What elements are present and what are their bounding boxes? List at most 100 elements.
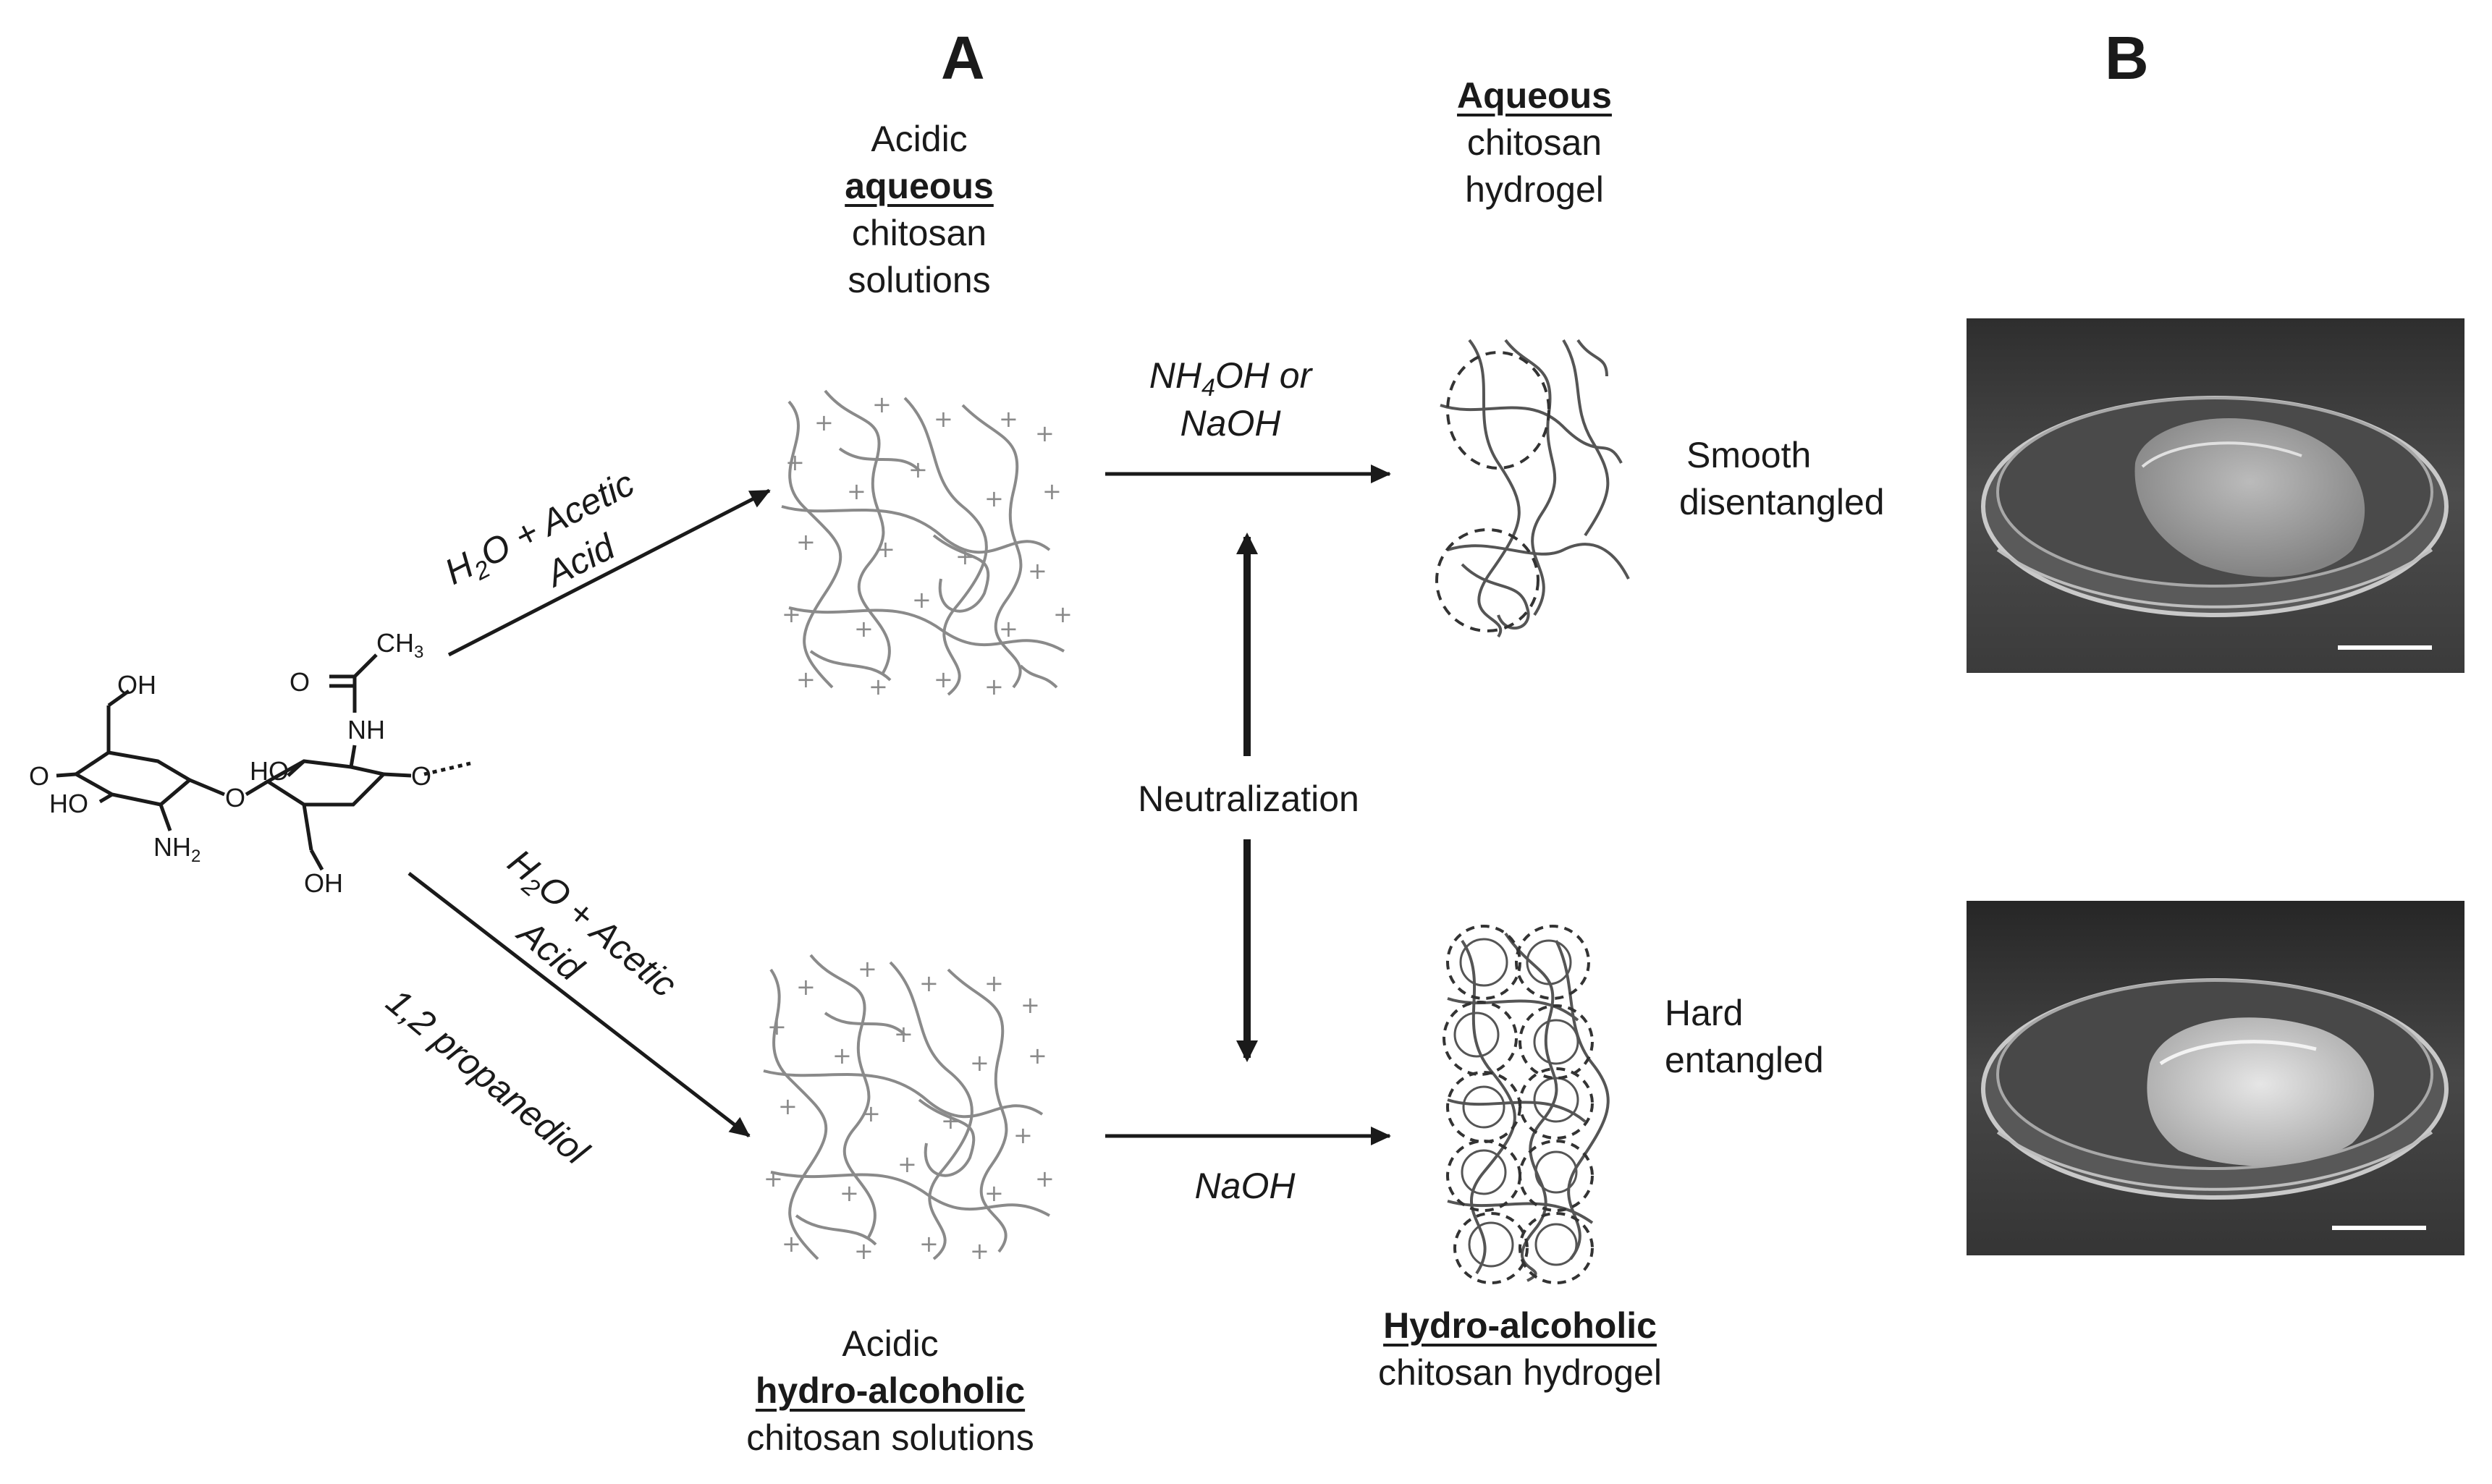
svg-text:+: + (941, 1107, 960, 1135)
svg-text:+: + (894, 1020, 913, 1048)
svg-text:+: + (1028, 1042, 1047, 1069)
atom-o-bridge: O (225, 783, 246, 813)
svg-text:+: + (1035, 1165, 1055, 1192)
svg-text:+: + (764, 1165, 783, 1192)
svg-text:+: + (861, 1100, 881, 1127)
svg-text:+: + (897, 1150, 917, 1178)
svg-text:+: + (814, 409, 834, 436)
svg-text:+: + (869, 673, 888, 700)
label-smooth-disentangled: Smooth disentangled (1679, 432, 1940, 526)
solution-top-line2: aqueous (845, 166, 994, 206)
charges-aqueous-solution: +++++ +++++ ++++ +++++ ++++ (782, 391, 1073, 700)
label-acidic-aqueous-solution: Acidic aqueous chitosan solutions (818, 116, 1021, 304)
svg-text:+: + (872, 391, 892, 418)
svg-text:+: + (1035, 420, 1055, 447)
svg-text:+: + (854, 615, 874, 643)
atom-oh-top-left: OH (117, 670, 156, 700)
atom-nh2: NH2 (153, 832, 200, 867)
svg-text:+: + (1013, 1122, 1033, 1149)
atom-ch3-text: CH (376, 628, 414, 658)
gel-top-line1: Aqueous (1457, 75, 1612, 116)
svg-text:+: + (796, 528, 816, 556)
atom-o-carbonyl: O (290, 667, 311, 697)
atom-ho-right: HO (250, 756, 289, 786)
svg-text:+: + (908, 456, 928, 483)
network-aqueous-solution (781, 389, 1065, 696)
atom-ch3: CH3 (376, 628, 423, 663)
svg-text:+: + (854, 1237, 874, 1265)
svg-text:+: + (984, 1179, 1004, 1207)
base-top-nh: NH (1149, 355, 1201, 396)
charges-hydroalcoholic-solution: +++++ +++++ ++++ +++++ ++++ (764, 955, 1055, 1265)
gel-bottom-line2: chitosan hydrogel (1378, 1352, 1662, 1393)
base-top-rest: OH or (1215, 355, 1312, 396)
svg-text:+: + (984, 485, 1004, 512)
svg-text:+: + (785, 449, 805, 476)
atom-ho-left: HO (49, 789, 88, 818)
atom-o-end: O (411, 761, 432, 791)
label-acidic-hydroalcoholic-solution: Acidic hydro-alcoholic chitosan solution… (709, 1320, 1071, 1462)
solution-bottom-line2: hydro-alcoholic (755, 1370, 1026, 1411)
label-hydroalcoholic-hydrogel: Hydro-alcoholic chitosan hydrogel (1346, 1302, 1694, 1396)
svg-text:+: + (912, 586, 932, 614)
solution-top-line3: chitosan (851, 213, 987, 253)
svg-text:+: + (782, 1230, 801, 1258)
base-top-line2: NaOH (1180, 403, 1281, 444)
solution-bottom-line1: Acidic (842, 1323, 939, 1364)
svg-text:+: + (796, 666, 816, 693)
gel-top-line3: hydrogel (1465, 169, 1604, 210)
svg-text:+: + (847, 478, 866, 505)
solution-bottom-line3: chitosan solutions (746, 1417, 1034, 1458)
photo-smooth-gel (1967, 318, 2464, 673)
base-bottom: NaOH (1194, 1166, 1296, 1206)
svg-text:+: + (970, 1237, 989, 1265)
svg-text:+: + (919, 970, 939, 997)
atom-o-start: O (29, 761, 50, 791)
result-top-line2: disentangled (1679, 482, 1885, 522)
result-top-line1: Smooth (1686, 435, 1812, 475)
gel-bottom-line1: Hydro-alcoholic (1383, 1305, 1657, 1346)
gel-top-line2: chitosan (1466, 122, 1602, 163)
photo-hard-gel (1967, 901, 2464, 1255)
network-hydroalcoholic-solution (763, 954, 1050, 1260)
svg-text:+: + (984, 673, 1004, 700)
svg-text:+: + (840, 1179, 859, 1207)
network-aqueous-hydrogel (1435, 339, 1630, 638)
svg-text:+: + (934, 405, 953, 433)
label-hard-entangled: Hard entangled (1665, 990, 1882, 1084)
atom-nh2-sub: 2 (191, 847, 201, 867)
svg-text:+: + (858, 955, 877, 983)
svg-text:+: + (796, 973, 816, 1001)
label-neutralization: Neutralization (1115, 776, 1382, 823)
atom-nh: NH (347, 715, 385, 745)
svg-text:+: + (934, 666, 953, 693)
arrow-top-reagent (447, 488, 771, 657)
svg-text:+: + (1021, 991, 1040, 1019)
svg-text:+: + (919, 1230, 939, 1258)
result-bottom-line1: Hard (1665, 993, 1744, 1033)
solution-top-line1: Acidic (871, 119, 968, 159)
svg-text:+: + (832, 1042, 852, 1069)
svg-text:+: + (778, 1093, 798, 1120)
base-top: NH4OH or NaOH (1122, 355, 1339, 444)
base-top-sub: 4 (1201, 374, 1215, 402)
svg-text:+: + (999, 615, 1018, 643)
chitosan-molecule-structure (56, 653, 471, 871)
solution-top-line4: solutions (848, 260, 991, 300)
atom-nh2-text: NH (153, 832, 191, 862)
svg-text:+: + (955, 543, 975, 570)
svg-text:+: + (999, 405, 1018, 433)
network-hydroalcoholic-hydrogel (1443, 925, 1610, 1284)
svg-text:+: + (1042, 478, 1062, 505)
arrow-bottom-reagent (407, 872, 751, 1137)
svg-text:+: + (970, 1049, 989, 1077)
svg-text:+: + (782, 601, 801, 628)
result-bottom-line2: entangled (1665, 1040, 1824, 1080)
base-top-line1: NH4OH or (1122, 355, 1339, 402)
svg-text:+: + (767, 1013, 787, 1040)
atom-ch3-sub: 3 (414, 643, 424, 663)
svg-text:+: + (876, 535, 895, 563)
panel-label-a: A (941, 24, 985, 92)
panel-label-b: B (2105, 24, 2149, 92)
